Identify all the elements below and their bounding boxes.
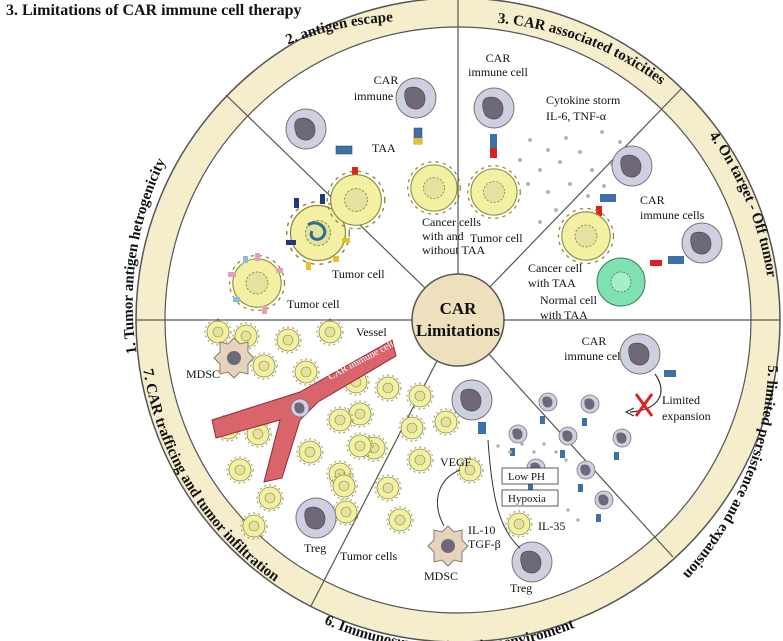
s2-cancer-label-line1: Cancer cells xyxy=(422,215,481,229)
s4-car-label-line2: immune cells xyxy=(640,208,705,222)
s7-vessel-label: Vessel xyxy=(356,325,387,339)
s2-car-label-line1: CAR xyxy=(374,73,399,87)
s6-tgfb-label: TGF-β xyxy=(468,537,501,551)
s3-storm-label-line1: Cytokine storm xyxy=(546,93,621,107)
s3-car-label-line2: immune cell xyxy=(468,65,528,79)
s5-limited-label-line2: expansion xyxy=(662,409,711,423)
s4-normal-label-line1: Normal cell xyxy=(540,293,598,307)
s5-car-label-line2: immune cell xyxy=(564,349,624,363)
s4-cancer-label-line2: with TAA xyxy=(528,276,576,290)
s5-limited-label-line1: Limited xyxy=(662,393,700,407)
s3-tumor-label: Tumor cell xyxy=(470,231,523,245)
section-4-illustration: CAR immune cells Cancer cell with TAA No… xyxy=(528,145,723,322)
s5-car-label-line1: CAR xyxy=(582,334,607,348)
s7-mdsc-label: MDSC xyxy=(186,367,220,381)
s4-cancer-label-line1: Cancer cell xyxy=(528,261,583,275)
s1-tumor-cell-label-b: Tumor cell xyxy=(287,297,340,311)
s3-storm-label-line2: IL-6, TNF-α xyxy=(546,109,607,123)
s6-mdsc-label: MDSC xyxy=(424,569,458,583)
s6-hypoxia-label: Hypoxia xyxy=(508,493,546,505)
center-hub xyxy=(411,273,505,367)
s6-il35-label: IL-35 xyxy=(538,519,565,533)
s6-lowph-label: Low PH xyxy=(508,471,545,483)
s1-tumor-cell-label-a: Tumor cell xyxy=(332,267,385,281)
s3-car-label-line1: CAR xyxy=(486,51,511,65)
section-6-illustration: VEGF Low PH Hypoxia IL-35 MDSC IL-10 TGF… xyxy=(326,374,580,595)
s2-cancer-label-line3: without TAA xyxy=(422,243,485,257)
s6-tumor-cells-label: Tumor cells xyxy=(340,549,398,563)
s2-cancer-label-line2: with and xyxy=(422,229,464,243)
s2-taa-label: TAA xyxy=(372,141,396,155)
page-title: 3. Limitations of CAR immune cell therap… xyxy=(6,2,302,19)
center-label-line1: CAR xyxy=(440,299,478,318)
s6-treg-label: Treg xyxy=(510,581,532,595)
center-label-line2: Limitations xyxy=(416,321,500,340)
s6-il10-label: IL-10 xyxy=(468,523,495,537)
s4-car-label-line1: CAR xyxy=(640,193,665,207)
section-5-illustration: CAR immune cell Limited expansion xyxy=(508,333,711,522)
section-2-illustration: CAR immune cells TAA Cancer cells with a… xyxy=(285,73,485,257)
s6-vegf-label: VEGF xyxy=(440,455,472,469)
section-3-illustration: CAR immune cell Tumor cell Cytokine stor… xyxy=(467,51,622,245)
s7-treg-label: Treg xyxy=(304,541,326,555)
section-1-illustration: Tumor cell Tumor cell xyxy=(228,194,385,314)
s4-normal-label-line2: with TAA xyxy=(540,308,588,322)
